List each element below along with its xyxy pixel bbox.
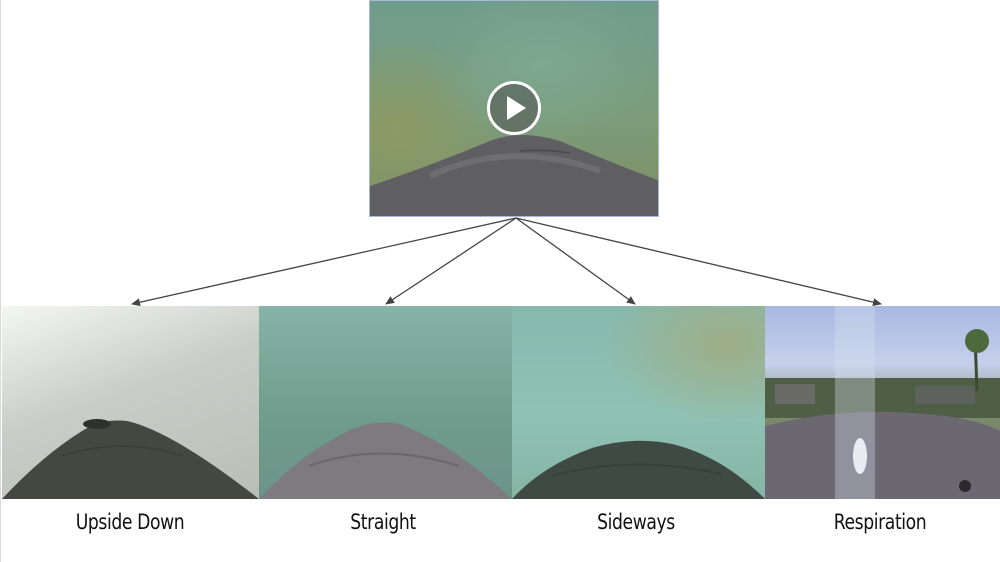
play-icon bbox=[507, 96, 526, 120]
thumbnail-sideways bbox=[512, 306, 765, 499]
arrow-respiration bbox=[515, 217, 882, 307]
caption-upside-down: Upside Down bbox=[75, 510, 185, 534]
upside-down-scene bbox=[2, 419, 259, 499]
respiration-scene bbox=[765, 306, 1000, 499]
sideways-scene bbox=[512, 440, 765, 499]
thumbnail-upside-down bbox=[2, 306, 259, 499]
caption-respiration: Respiration bbox=[833, 510, 927, 534]
straight-scene bbox=[259, 422, 512, 499]
play-button[interactable] bbox=[487, 81, 541, 135]
thumbnail-straight bbox=[259, 306, 512, 499]
caption-straight: Straight bbox=[350, 510, 416, 534]
caption-sideways: Sideways bbox=[597, 510, 675, 534]
arrow-upside-down bbox=[131, 217, 517, 307]
thumbnail-respiration bbox=[765, 306, 1000, 499]
left-divider bbox=[0, 0, 1, 562]
arrow-straight bbox=[385, 217, 517, 305]
arrow-sideways bbox=[515, 217, 636, 305]
video-frame-scene bbox=[370, 135, 658, 216]
